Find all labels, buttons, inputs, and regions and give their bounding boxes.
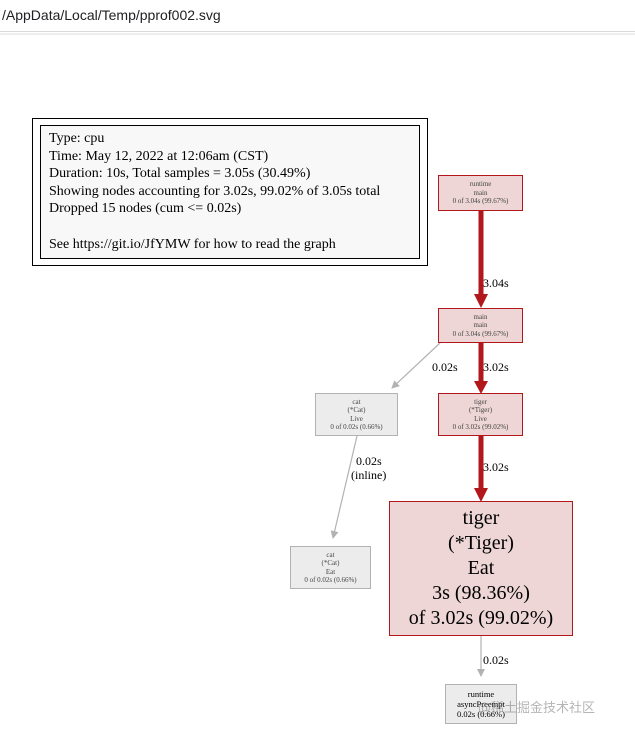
node-cat-eat-cum: 0 of 0.02s (0.66%) [304, 575, 357, 584]
node-tiger-live-type: (*Tiger) [468, 406, 493, 415]
node-cat-eat-type: (*Cat) [321, 559, 340, 568]
edge-cat-live-eat [330, 435, 358, 539]
edge-runtime-main [474, 211, 488, 308]
node-runtime-main-func: main [473, 188, 488, 197]
edge-main-cat-live [391, 342, 441, 389]
node-cat-eat-pkg: cat [326, 550, 335, 559]
node-cat-live-cum: 0 of 0.02s (0.66%) [330, 422, 383, 431]
node-tiger-eat-func: Eat [467, 557, 495, 579]
edge-label-main-cat: 0.02s [432, 360, 458, 374]
edge-label-tiger-async: 0.02s [483, 653, 509, 667]
node-main-main-func: main [473, 321, 488, 330]
node-tiger-eat[interactable]: tiger (*Tiger) Eat 3s (98.36%) of 3.02s … [389, 501, 573, 636]
node-cat-live-type: (*Cat) [347, 406, 366, 415]
node-runtime-main[interactable]: runtime main 0 of 3.04s (99.67%) [438, 175, 523, 211]
node-tiger-live[interactable]: tiger (*Tiger) Live 0 of 3.02s (99.02%) [438, 393, 523, 436]
node-cat-live-pkg: cat [352, 397, 361, 406]
node-tiger-live-func: Live [474, 414, 487, 423]
legend-box: Type: cpu Time: May 12, 2022 at 12:06am … [40, 125, 420, 259]
edge-label-runtime-main: 3.04s [483, 276, 509, 290]
legend-time: Time: May 12, 2022 at 12:06am (CST) [49, 148, 269, 164]
address-bar-divider [0, 33, 635, 35]
edge-main-tiger-live [474, 343, 488, 394]
edge-label-main-tiger: 3.02s [483, 360, 509, 374]
node-tiger-live-cum: 0 of 3.02s (99.02%) [452, 422, 509, 431]
node-runtime-asyncpreempt[interactable]: runtime asyncPreempt 0.02s (0.66%) [445, 684, 517, 724]
node-cat-eat-func: Eat [325, 567, 336, 576]
node-tiger-eat-pkg: tiger [462, 507, 500, 529]
node-async-func: asyncPreempt [457, 699, 505, 709]
node-tiger-eat-flat: 3s (98.36%) [432, 582, 530, 604]
node-cat-live[interactable]: cat (*Cat) Live 0 of 0.02s (0.66%) [315, 393, 398, 436]
edge-tiger-live-eat [474, 436, 488, 502]
node-main-main-cum: 0 of 3.04s (99.67%) [452, 329, 509, 338]
legend-gap [49, 218, 419, 236]
address-bar-text: /AppData/Local/Temp/pprof002.svg [2, 7, 221, 23]
node-runtime-main-pkg: runtime [469, 180, 492, 189]
node-cat-live-func: Live [350, 414, 363, 423]
node-tiger-live-pkg: tiger [474, 397, 487, 406]
legend-showing: Showing nodes accounting for 3.02s, 99.0… [49, 183, 381, 199]
node-async-pkg: runtime [467, 689, 495, 699]
address-bar[interactable]: /AppData/Local/Temp/pprof002.svg [0, 0, 635, 32]
watermark: @稀土掘金技术社区 [478, 701, 596, 716]
legend-dropped: Dropped 15 nodes (cum <= 0.02s) [49, 201, 242, 217]
node-tiger-eat-cum: of 3.02s (99.02%) [408, 607, 554, 629]
node-async-flat: 0.02s (0.66%) [457, 709, 505, 719]
node-main-main-pkg: main [473, 312, 488, 321]
edge-label-cat-inline: (inline) [351, 468, 387, 482]
node-main-main[interactable]: main main 0 of 3.04s (99.67%) [438, 308, 523, 343]
legend-type: Type: cpu [49, 131, 105, 146]
edge-label-cat-live-eat: 0.02s [356, 454, 382, 468]
legend-duration: Duration: 10s, Total samples = 3.05s (30… [49, 166, 311, 182]
node-tiger-eat-type: (*Tiger) [448, 532, 514, 554]
node-runtime-main-cum: 0 of 3.04s (99.67%) [452, 197, 509, 206]
edge-label-tiger-live-eat: 3.02s [483, 460, 509, 474]
legend-help: See https://git.io/JfYMW for how to read… [49, 236, 336, 252]
node-cat-eat[interactable]: cat (*Cat) Eat 0 of 0.02s (0.66%) [290, 546, 371, 589]
